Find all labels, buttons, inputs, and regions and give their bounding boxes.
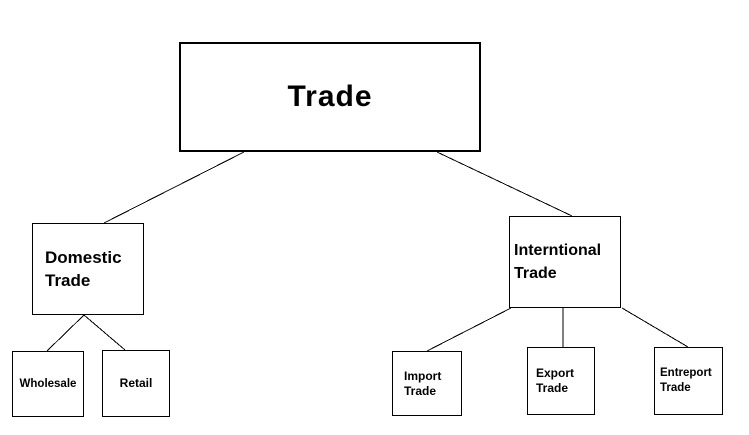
node-domestic-trade-label-line2: Trade xyxy=(45,271,91,290)
node-international-trade: Interntional Trade xyxy=(509,216,621,308)
node-export-trade: Export Trade xyxy=(527,347,595,415)
edge-domestic-retail xyxy=(83,314,126,351)
node-entreport-trade: Entreport Trade xyxy=(654,347,723,415)
edge-international-entreport xyxy=(621,307,689,348)
node-export-trade-label-line2: Trade xyxy=(536,381,569,395)
node-trade: Trade xyxy=(179,42,481,152)
edge-domestic-wholesale xyxy=(46,314,85,352)
node-import-trade-label-line1: Import xyxy=(404,368,442,383)
node-international-trade-label-line1: Interntional xyxy=(514,242,602,259)
node-import-trade-label-line2: Trade xyxy=(404,383,437,398)
node-domestic-trade: Domestic Trade xyxy=(32,223,144,315)
node-retail-label: Retail xyxy=(119,376,153,390)
edge-trade-international xyxy=(436,151,573,217)
node-domestic-trade-label-line1: Domestic xyxy=(45,248,122,267)
node-entreport-trade-label-line2: Trade xyxy=(660,382,691,394)
node-wholesale-label: Wholesale xyxy=(19,377,77,390)
edge-international-import xyxy=(426,307,512,352)
node-export-trade-label-line1: Export xyxy=(536,366,575,380)
node-wholesale: Wholesale xyxy=(12,351,84,417)
node-international-trade-label-line2: Trade xyxy=(514,265,557,282)
node-retail: Retail xyxy=(102,350,170,417)
node-import-trade: Import Trade xyxy=(392,351,462,416)
edge-trade-domestic xyxy=(103,151,245,224)
node-trade-label: Trade xyxy=(287,80,373,114)
node-entreport-trade-label-line1: Entreport xyxy=(660,367,712,379)
